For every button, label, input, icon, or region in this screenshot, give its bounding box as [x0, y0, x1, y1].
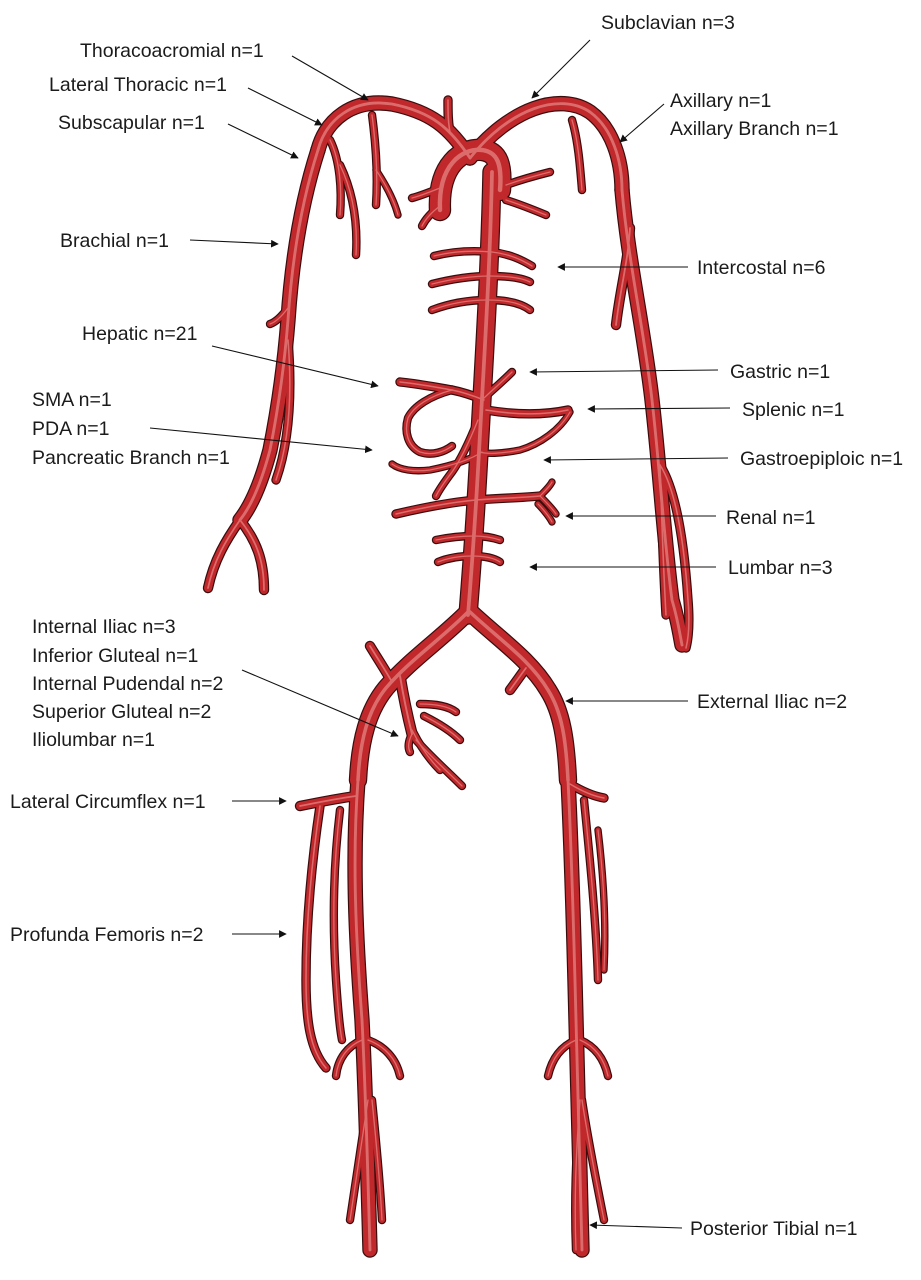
label-brachial: Brachial n=1 — [60, 230, 169, 252]
internal-iliac-stub-highlight — [370, 646, 392, 682]
internal-iliac-branch-2-highlight — [416, 740, 462, 786]
arrow-brachial — [190, 240, 278, 244]
hepatic-loop-artery — [407, 390, 453, 454]
label-intercostal: Intercostal n=6 — [697, 257, 825, 279]
label-thoracoacromial: Thoracoacromial n=1 — [80, 40, 264, 62]
label-pda: PDA n=1 — [32, 418, 110, 440]
artery-outline-layer — [208, 100, 689, 1250]
label-profunda-femoris: Profunda Femoris n=2 — [10, 924, 203, 946]
label-subclavian: Subclavian n=3 — [601, 12, 735, 34]
artery-tree — [208, 100, 689, 1250]
arrow-thoracoacromial — [292, 56, 368, 100]
arrow-posterior-tibial — [590, 1225, 682, 1228]
arrow-axillary — [620, 104, 664, 142]
arrow-lateral-thoracic — [248, 88, 322, 125]
arrow-hepatic — [212, 346, 378, 386]
label-hepatic: Hepatic n=21 — [82, 323, 197, 345]
label-subscapular: Subscapular n=1 — [58, 112, 205, 134]
artery-highlight-layer — [208, 100, 689, 1250]
label-lateral-thoracic: Lateral Thoracic n=1 — [49, 74, 227, 96]
label-gastric: Gastric n=1 — [730, 361, 830, 383]
label-gastroepiploic: Gastroepiploic n=1 — [740, 448, 903, 470]
label-splenic: Splenic n=1 — [742, 399, 844, 421]
internal-iliac-branch-4-artery — [424, 716, 460, 740]
left-arch-branch-3-highlight — [506, 200, 546, 215]
label-external-iliac: External Iliac n=2 — [697, 691, 847, 713]
label-renal: Renal n=1 — [726, 507, 815, 529]
label-iliolumbar: Iliolumbar n=1 — [32, 729, 155, 751]
label-internal-pudendal: Internal Pudendal n=2 — [32, 673, 223, 695]
arrow-gastric — [530, 370, 718, 372]
label-inferior-gluteal: Inferior Gluteal n=1 — [32, 645, 198, 667]
arrow-subclavian — [532, 40, 590, 98]
arrow-gastroepiploic — [544, 458, 728, 460]
label-sma: SMA n=1 — [32, 389, 112, 411]
right-forearm-2-artery — [240, 520, 264, 590]
label-lumbar: Lumbar n=3 — [728, 557, 833, 579]
label-pancreatic-branch: Pancreatic Branch n=1 — [32, 447, 230, 469]
label-superior-gluteal: Superior Gluteal n=2 — [32, 701, 211, 723]
label-axillary-branch: Axillary Branch n=1 — [670, 118, 839, 140]
arrow-splenic — [588, 408, 730, 409]
label-axillary: Axillary n=1 — [670, 90, 771, 112]
label-lateral-circumflex: Lateral Circumflex n=1 — [10, 791, 206, 813]
arrow-subscapular — [228, 124, 298, 158]
label-internal-iliac: Internal Iliac n=3 — [32, 616, 176, 638]
artery-fill-layer — [208, 100, 689, 1250]
label-posterior-tibial: Posterior Tibial n=1 — [690, 1218, 857, 1240]
